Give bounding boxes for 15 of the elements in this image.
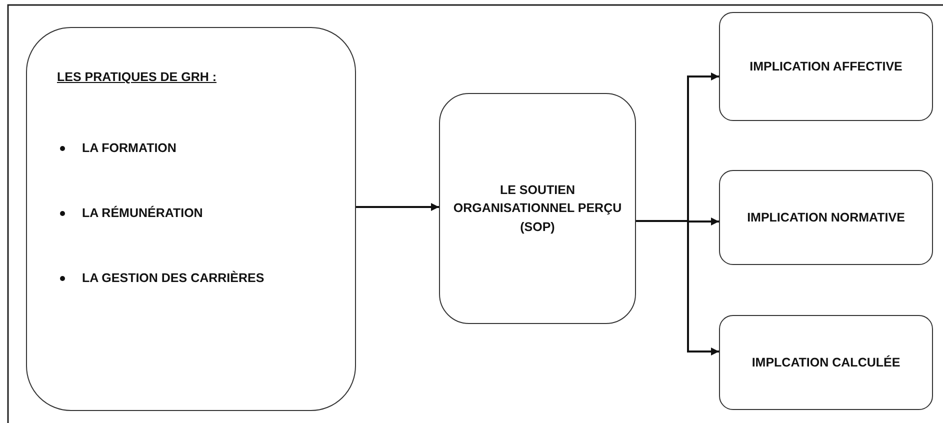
process-box: [719, 315, 933, 410]
list-item: LA RÉMUNÉRATION: [82, 206, 203, 220]
arrow: [356, 203, 439, 211]
box-label: IMPLICATION AFFECTIVE: [748, 58, 904, 76]
arrow: [636, 220, 719, 356]
box-label: IMPLCATION CALCULÉE: [750, 354, 902, 372]
list-item: LA FORMATION: [82, 141, 176, 155]
heading: LES PRATIQUES DE GRH :: [57, 70, 217, 84]
process-box: [719, 12, 933, 121]
process-box: [719, 170, 933, 265]
list-box: [26, 27, 356, 411]
list-item: LA GESTION DES CARRIÈRES: [82, 271, 264, 285]
box-label: LE SOUTIEN ORGANISATIONNEL PERÇU (SOP): [452, 181, 623, 236]
process-box: [439, 93, 636, 324]
box-label: IMPLICATION NORMATIVE: [746, 209, 906, 226]
